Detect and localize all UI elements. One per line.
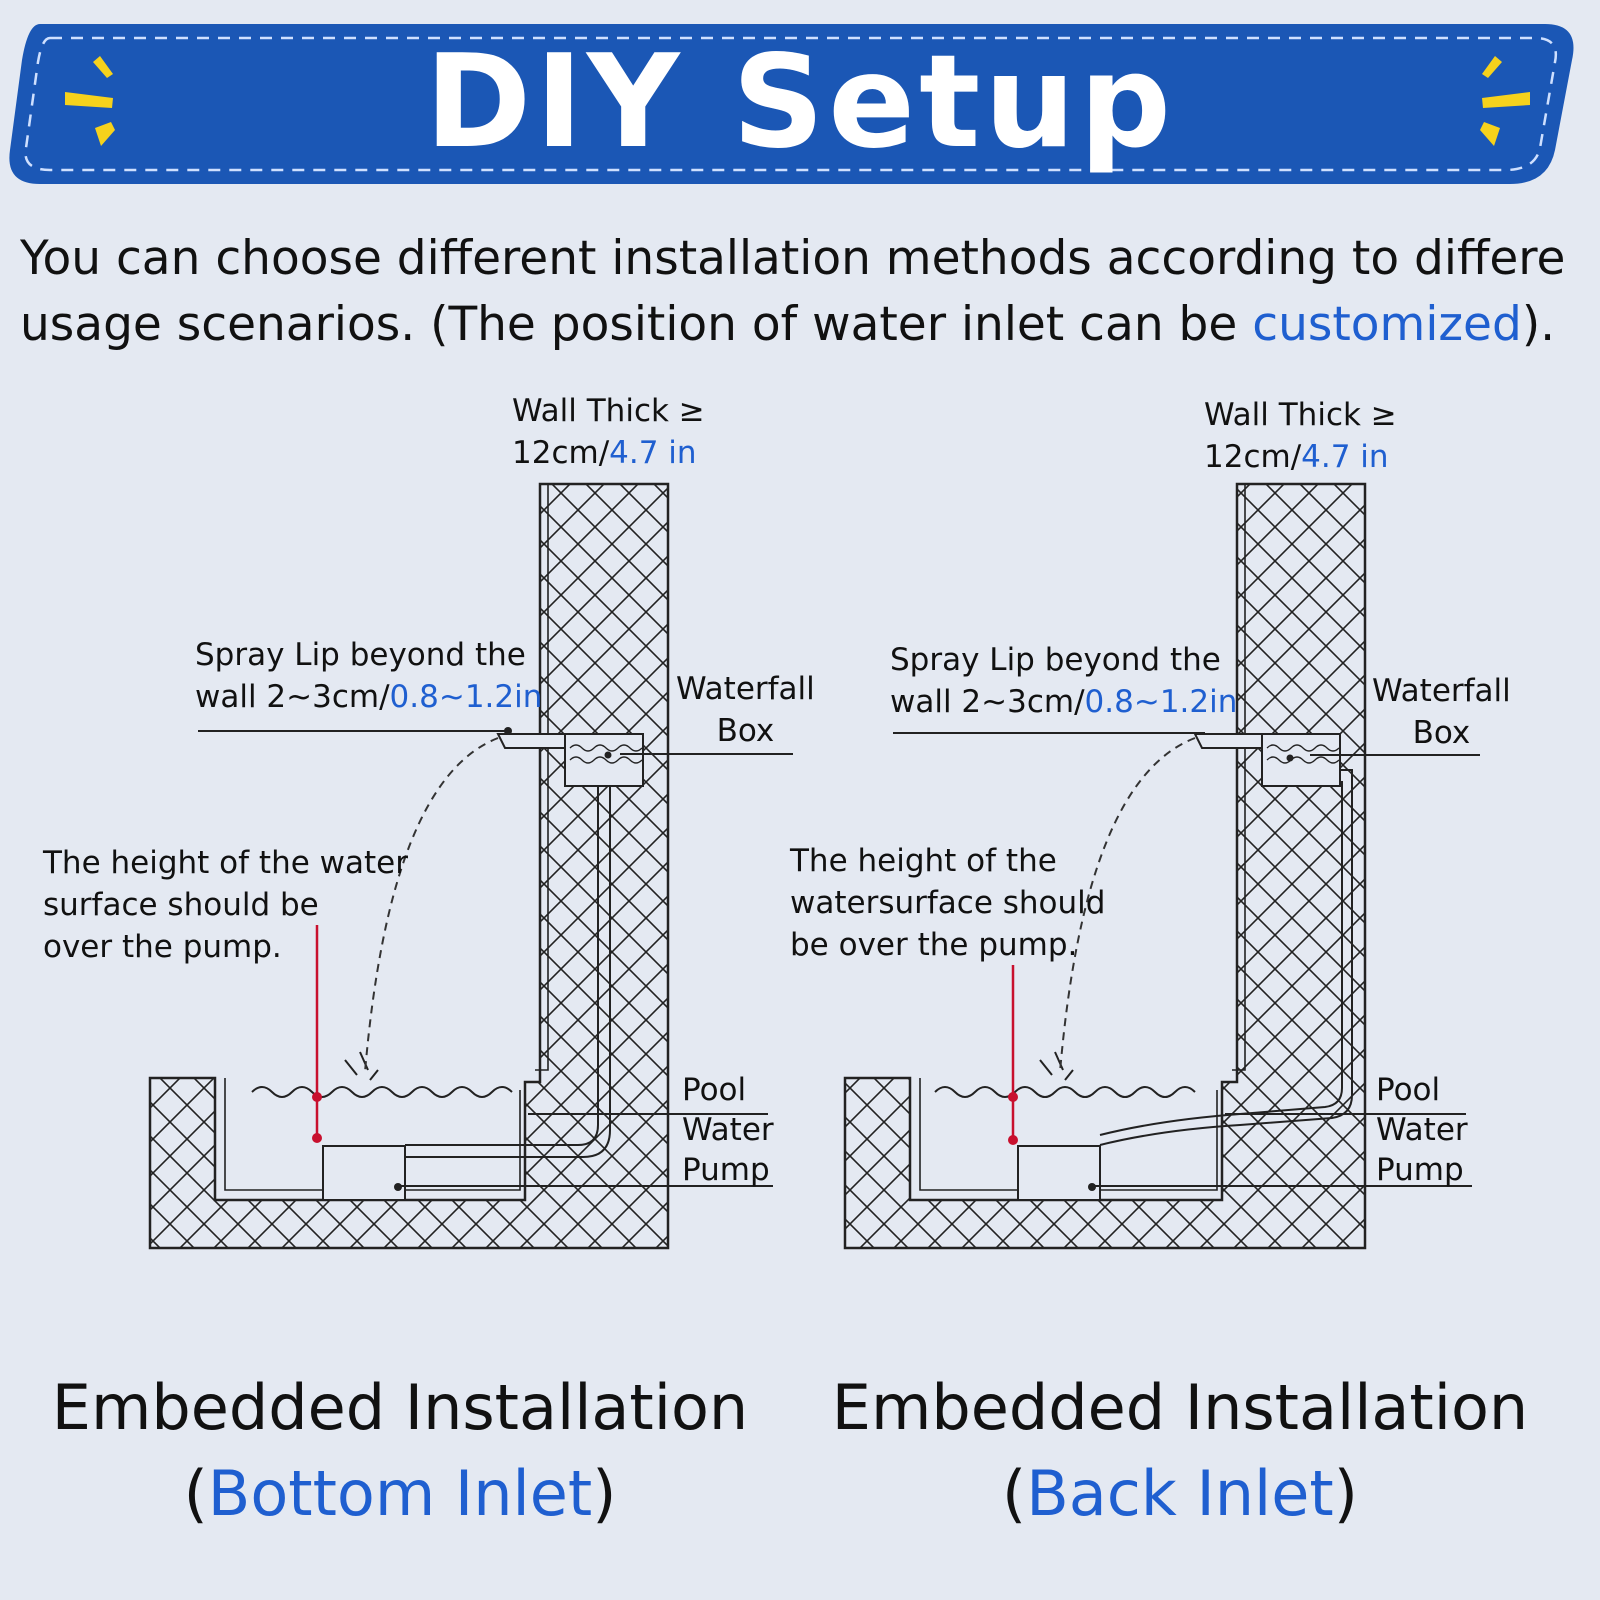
wall-thick-label: Wall Thick ≥ 12cm/4.7 in xyxy=(512,393,705,471)
back-inlet-caption: Embedded Installation (Back Inlet) xyxy=(831,1371,1529,1530)
customized-highlight: customized xyxy=(1252,297,1522,352)
pool-water-pump-label: Pool Water Pump xyxy=(682,1072,774,1188)
pool-water-pump-label: Pool Water Pump xyxy=(1376,1072,1468,1188)
title-banner: DIY Setup xyxy=(0,0,1600,200)
waterfall-box-label: Waterfall Box xyxy=(676,671,815,749)
water-flow-arc xyxy=(1059,737,1196,1073)
intro-line-1: You can choose different installation me… xyxy=(20,231,1566,286)
bottom-inlet-caption: Embedded Installation (Bottom Inlet) xyxy=(51,1371,749,1530)
water-surface xyxy=(251,1086,513,1098)
water-height-note: The height of the water surface should b… xyxy=(43,845,408,965)
banner-shape xyxy=(9,24,1574,184)
pool-water-pump xyxy=(322,1145,406,1201)
right-spark-icon xyxy=(1480,56,1530,146)
spray-lip xyxy=(1193,733,1263,749)
intro-line-2: usage scenarios. (The position of water … xyxy=(20,297,1556,352)
water-flow-arc xyxy=(364,737,499,1073)
concrete-wall xyxy=(843,482,1367,1250)
wall-thick-label: Wall Thick ≥ 12cm/4.7 in xyxy=(1204,397,1397,475)
waterfall-box-label: Waterfall Box xyxy=(1372,673,1511,751)
spray-lip-label: Spray Lip beyond the wall 2~3cm/0.8~1.2i… xyxy=(890,642,1238,720)
waterfall-box xyxy=(1261,733,1341,787)
intro-text: You can choose different installation me… xyxy=(20,226,1600,358)
spray-lip-label: Spray Lip beyond the wall 2~3cm/0.8~1.2i… xyxy=(195,637,543,715)
pool-water-pump xyxy=(1017,1145,1101,1201)
concrete-wall xyxy=(148,482,670,1250)
water-surface xyxy=(934,1086,1196,1098)
spray-lip xyxy=(496,733,566,749)
left-spark-icon xyxy=(65,56,115,146)
water-height-note: The height of the watersurface should be… xyxy=(790,843,1106,963)
page-title: DIY Setup xyxy=(424,28,1176,177)
